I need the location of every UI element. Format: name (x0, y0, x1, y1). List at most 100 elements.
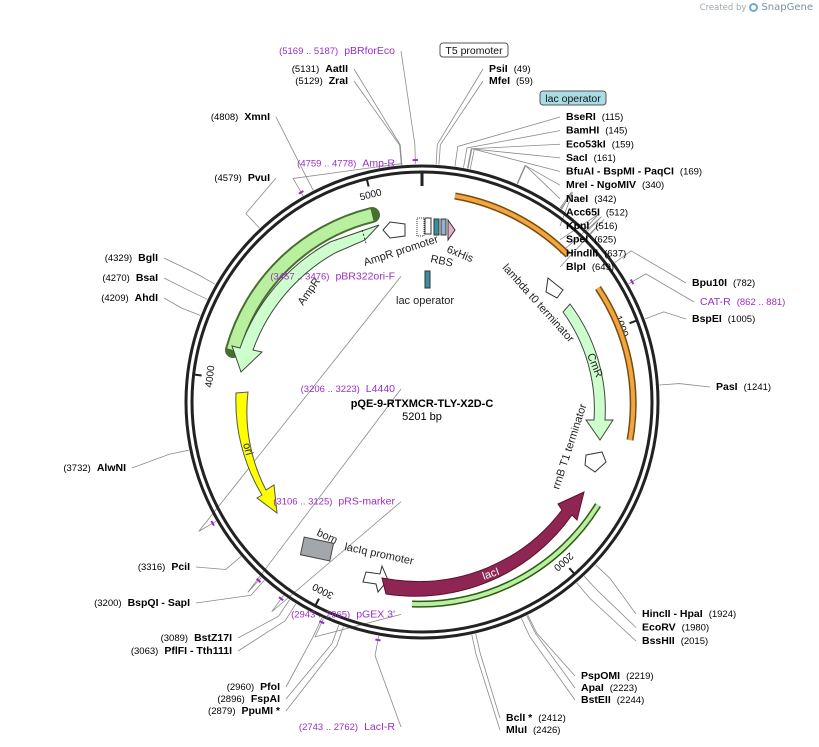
site-label-psii[interactable]: PsiI(49) (489, 63, 531, 75)
ori-label: ori (240, 442, 255, 457)
cmr-arrow[interactable] (562, 303, 614, 441)
laciq-promoter-arrow[interactable] (362, 564, 389, 594)
site-label-spei[interactable]: SpeI(625) (566, 234, 616, 246)
tick-label-5000: 5000 (359, 187, 384, 203)
ampr-promoter-arrow[interactable] (382, 221, 406, 239)
rbs-marker[interactable] (433, 218, 440, 236)
site-label-mrei-ngomiv[interactable]: MreI - NgoMIV(340) (566, 179, 664, 191)
site-name: Bpu10I (692, 277, 727, 289)
site-label-acc65i[interactable]: Acc65I(512) (566, 206, 628, 218)
site-label-bspqi-sapi[interactable]: (3200)BspQI - SapI (94, 597, 190, 609)
primer-label-l4440[interactable]: (3206 .. 3223) L4440 (301, 383, 396, 395)
site-label-pcii[interactable]: (3316)PciI (138, 561, 190, 573)
site-name: (4329) (105, 253, 132, 264)
site-label-ahdi[interactable]: (4209)AhdI (101, 292, 158, 304)
t5-promoter-box[interactable] (416, 217, 425, 237)
site-leader-acc65i (559, 191, 572, 213)
site-label-ecorv[interactable]: EcoRV(1980) (642, 622, 709, 634)
primer-leader-prs-marker (271, 501, 402, 613)
primer-name: (5169 .. 5187) (279, 46, 338, 57)
site-label-bsshii[interactable]: BssHII(2015) (642, 635, 708, 647)
site-name: PspOMI (581, 670, 620, 682)
site-position: (2219) (626, 671, 653, 682)
site-label-hincii-hpai[interactable]: HincII - HpaI(1924) (642, 608, 736, 620)
site-label-bseri[interactable]: BseRI(115) (566, 111, 623, 123)
primer-label-cat-r[interactable]: CAT-R(862 .. 881) (700, 296, 785, 308)
ori-arrow[interactable] (235, 391, 278, 515)
primer-label-pbr322ori-f[interactable]: (3457 .. 3476)pBR322ori-F (270, 270, 395, 282)
site-label-bsteii[interactable]: BstEII(2244) (581, 694, 644, 706)
site-label-eco53ki[interactable]: Eco53kI(159) (566, 138, 634, 150)
site-label-bgli[interactable]: (4329)BglI (105, 252, 158, 264)
his-tag-arrow[interactable] (447, 218, 456, 242)
site-name: HincII - HpaI (642, 608, 703, 620)
site-label-bcli[interactable]: BclI *(2412) (506, 712, 566, 724)
site-label-kpni[interactable]: KpnI(516) (566, 220, 618, 232)
site-leader-bsai (163, 277, 208, 300)
lac-operator-marker[interactable] (424, 270, 431, 289)
site-leader-pasi (659, 383, 711, 388)
site-label-mfei[interactable]: MfeI(59) (489, 75, 533, 87)
site-label-naei[interactable]: NaeI(342) (566, 193, 616, 205)
site-label-pvui[interactable]: (4579)PvuI (214, 172, 270, 184)
primer-label-prs-marker[interactable]: (3106 .. 3125)pRS-marker (273, 496, 395, 508)
site-label-aatii[interactable]: (5131)AatII (292, 63, 348, 75)
site-label-bpu10i[interactable]: Bpu10I(782) (692, 277, 755, 289)
site-label-bsai[interactable]: (4270)BsaI (102, 272, 158, 284)
primer-label-laci-r[interactable]: (2743 .. 2762)LacI-R (299, 721, 395, 733)
lac-operator-tag[interactable] (539, 90, 607, 106)
site-leader-xmni (275, 116, 314, 191)
primer-name: (3457 .. 3476) (270, 271, 329, 282)
laci-arrow[interactable] (381, 491, 585, 597)
site-label-pasi[interactable]: PasI(1241) (716, 381, 771, 393)
site-label-pflfi-tth111i[interactable]: (3063)PflFI - Tth111I (131, 645, 232, 657)
site-position: (145) (605, 126, 627, 137)
snapgene-logo-icon (749, 3, 759, 12)
t5-promoter-tag[interactable] (439, 42, 509, 58)
site-label-fspai[interactable]: (2896)FspAI (217, 693, 280, 705)
site-label-bstz17i[interactable]: (3089)BstZ17I (161, 632, 232, 644)
site-label-pspomi[interactable]: PspOMI (2219) (581, 670, 654, 682)
lac-operator-small-box[interactable] (424, 217, 432, 235)
site-label-bfuai-bspmi-paqci[interactable]: BfuAI - BspMI - PaqCI(169) (566, 166, 702, 178)
rrnb-terminator-marker[interactable] (584, 451, 607, 473)
tick-label-4000: 4000 (204, 364, 218, 388)
site-position: (2426) (533, 725, 560, 736)
ampr-promoter-label: AmpR promoter (362, 233, 440, 269)
site-leader-ppumi (285, 626, 344, 712)
site-leader-bpu10i (614, 250, 687, 284)
site-label-saci[interactable]: SacI(161) (566, 152, 616, 164)
site-label-mlui[interactable]: MluI(2426) (506, 724, 560, 736)
primer-label-pgex-3[interactable]: (2943 .. 2965)pGEX 3' (291, 608, 395, 620)
site-name: BamHI (566, 125, 599, 137)
plasmid-name: pQE-9-RTXMCR-TLY-X2D-C (351, 398, 494, 410)
primer-name: (3206 .. 3223) (301, 384, 360, 395)
site-label-bspei[interactable]: BspEI(1005) (692, 313, 755, 325)
site-name: BseRI (566, 111, 596, 123)
primer-label-amp-r[interactable]: (4759 .. 4778)Amp-R (297, 158, 395, 170)
site-leader-ahdi (163, 297, 201, 316)
site-position: (49) (514, 64, 531, 75)
ampr-arrow[interactable] (231, 224, 380, 373)
site-position: (2412) (538, 713, 565, 724)
cat-arc-2 (596, 286, 636, 441)
site-position: (2015) (681, 636, 708, 647)
site-name: (5131) (292, 64, 319, 75)
his-tag-marker[interactable] (440, 218, 447, 236)
lambda-terminator-marker[interactable] (545, 277, 564, 299)
primer-leader-amp-r (292, 163, 402, 197)
site-label-alwni[interactable]: (3732)AlwNI (63, 462, 126, 474)
site-leader-ecorv (583, 575, 637, 628)
site-label-xmni[interactable]: (4808)XmnI (211, 111, 270, 123)
site-label-pfoi[interactable]: (2960)PfoI (227, 681, 280, 693)
site-label-hindiii[interactable]: HindIII(637) (566, 247, 626, 259)
bom-box[interactable] (299, 536, 335, 562)
primer-name: (2743 .. 2762) (299, 722, 358, 733)
site-label-zrai[interactable]: (5129)ZraI (295, 75, 348, 87)
primer-label-pbrforeco[interactable]: (5169 .. 5187)pBRforEco (279, 45, 395, 57)
site-label-ppumi[interactable]: (2879)PpuMI * (208, 705, 281, 717)
site-label-blpi[interactable]: BlpI(649) (566, 261, 614, 273)
primer-position: L4440 (366, 383, 395, 395)
site-label-apai[interactable]: ApaI(2223) (581, 682, 637, 694)
site-label-bamhi[interactable]: BamHI (145) (566, 125, 627, 137)
